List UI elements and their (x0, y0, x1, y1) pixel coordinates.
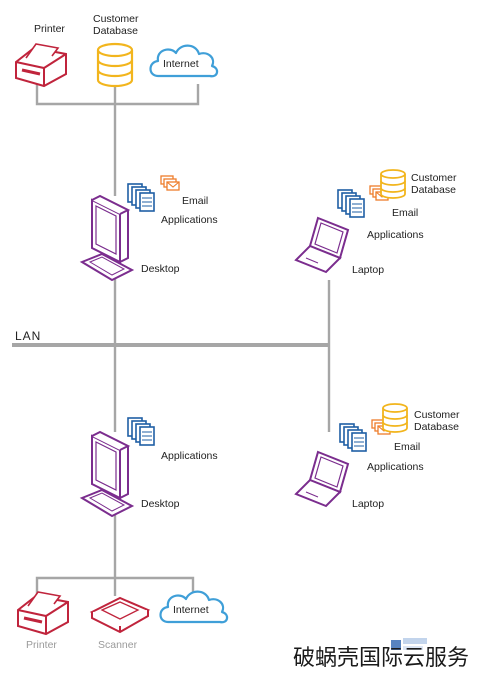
laptop-1-applications-label: Applications (367, 229, 424, 241)
laptop-1-apps: Customer Database Email Applications (337, 169, 457, 241)
desktop-1: Desktop (81, 195, 180, 281)
laptop-2-applications-label: Applications (367, 461, 424, 473)
bottom-printer: Printer (16, 590, 70, 651)
laptop-2-label: Laptop (352, 498, 384, 510)
watermark-text: 破蜗壳国际云服务 (293, 646, 470, 671)
bottom-printer-label: Printer (26, 639, 57, 651)
desktop-1-email-label: Email (182, 195, 208, 207)
top-database-label-1: Customer (93, 13, 139, 25)
desktop-2-applications-label: Applications (161, 450, 218, 462)
top-internet-label: Internet (163, 58, 199, 70)
desktop-1-apps: Email Applications (127, 175, 218, 226)
top-printer-label: Printer (34, 23, 65, 35)
desktop-2: Desktop (81, 431, 180, 517)
laptop-1: Laptop (295, 217, 384, 276)
top-internet-cloud: Internet (149, 44, 219, 78)
laptop-1-database-label-1: Customer (411, 172, 457, 184)
laptop-1-email-label: Email (392, 207, 418, 219)
desktop-2-apps: Applications (127, 417, 218, 462)
laptop-1-label: Laptop (352, 264, 384, 276)
desktop-1-applications-label: Applications (161, 214, 218, 226)
lan-label: LAN (15, 329, 41, 343)
top-printer: Printer (14, 23, 68, 88)
laptop-1-database-label-2: Database (411, 184, 456, 196)
bottom-scanner-label: Scanner (98, 639, 138, 651)
bottom-internet-cloud: Internet (159, 590, 229, 624)
desktop-2-label: Desktop (141, 498, 180, 510)
laptop-2-email-label: Email (394, 441, 420, 453)
desktop-1-label: Desktop (141, 263, 180, 275)
laptop-2: Laptop (295, 451, 384, 510)
top-database: Customer Database (93, 13, 139, 88)
top-database-label-2: Database (93, 25, 138, 37)
watermark-logo-icon (391, 638, 427, 650)
laptop-2-database-label-1: Customer (414, 409, 460, 421)
bottom-internet-label: Internet (173, 604, 209, 616)
laptop-2-database-label-2: Database (414, 421, 459, 433)
laptop-2-apps: Customer Database Email Applications (339, 403, 460, 473)
connection-lines (35, 84, 331, 596)
bottom-scanner: Scanner (91, 597, 149, 651)
